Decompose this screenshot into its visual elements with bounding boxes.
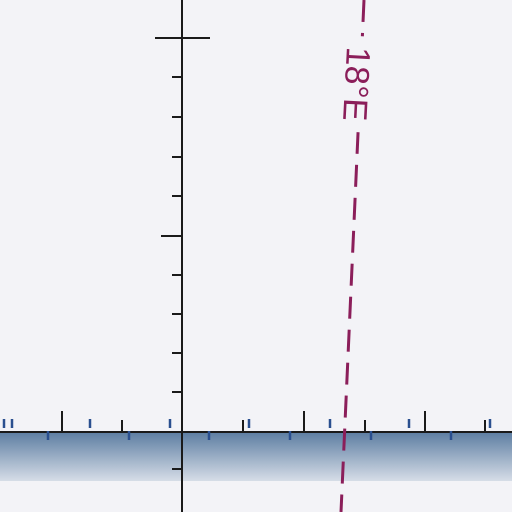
vertical-axis-ticks (155, 37, 210, 470)
meridian-label: 18°E (335, 46, 377, 122)
horizontal-axis-ticks (2, 411, 492, 440)
shaded-band (0, 433, 512, 481)
meridian-label-mask (336, 35, 376, 133)
